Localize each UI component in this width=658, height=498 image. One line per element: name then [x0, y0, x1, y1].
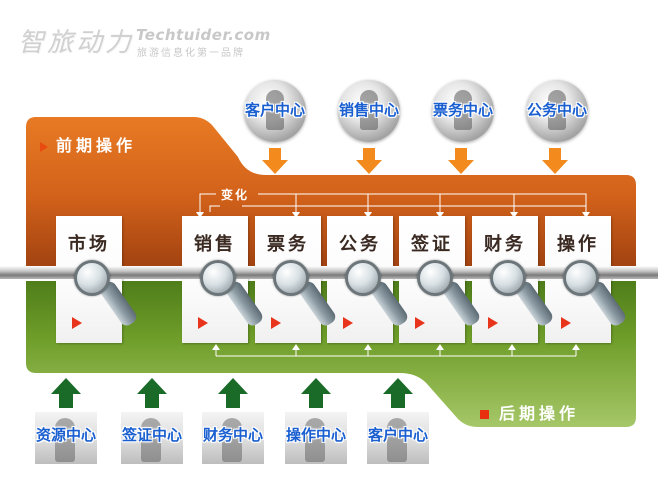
- person-photo-icon: [526, 80, 588, 142]
- play-icon[interactable]: [561, 317, 571, 329]
- play-icon[interactable]: [271, 317, 281, 329]
- front-phase-label: 前期操作: [40, 132, 136, 156]
- person-photo-icon: [121, 412, 183, 464]
- magnifier-icon: [273, 260, 309, 296]
- front-phase-label-text: 前期操作: [56, 136, 137, 155]
- magnifier-icon: [345, 260, 381, 296]
- up-arrow-icon: [383, 378, 413, 410]
- bottom-center-operation: 操作中心: [285, 412, 347, 464]
- person-photo-icon: [432, 80, 494, 142]
- person-photo-icon: [244, 80, 306, 142]
- top-center-label: 客户中心: [244, 101, 305, 119]
- logo-script-text: 智旅动力: [18, 28, 135, 58]
- logo-domain: Techtuider.com: [136, 26, 271, 44]
- top-center-label: 销售中心: [338, 101, 399, 119]
- stage-title: 签证: [411, 234, 453, 255]
- up-arrow-icon: [301, 378, 331, 410]
- top-center-ticketing: 票务中心: [432, 80, 494, 142]
- stage-title: 公务: [339, 234, 381, 255]
- bottom-center-finance: 财务中心: [202, 412, 264, 464]
- bottom-center-resource: 资源中心: [35, 412, 97, 464]
- top-center-customer: 客户中心: [244, 80, 306, 142]
- bottom-center-label: 签证中心: [121, 426, 182, 444]
- down-arrow-icon: [262, 148, 288, 174]
- stage-title: 操作: [557, 234, 599, 255]
- bottom-center-label: 资源中心: [35, 426, 96, 444]
- bottom-center-customer: 客户中心: [367, 412, 429, 464]
- up-arrow-icon: [137, 378, 167, 410]
- magnifier-icon: [417, 260, 453, 296]
- bottom-center-label: 财务中心: [202, 426, 263, 444]
- person-photo-icon: [202, 412, 264, 464]
- bottom-center-label: 客户中心: [367, 426, 428, 444]
- play-icon[interactable]: [72, 317, 82, 329]
- person-photo-icon: [35, 412, 97, 464]
- top-center-sales: 销售中心: [338, 80, 400, 142]
- stage-title: 市场: [68, 234, 110, 255]
- up-arrow-icon: [218, 378, 248, 410]
- top-center-label: 票务中心: [432, 101, 493, 119]
- magnifier-icon: [74, 260, 110, 296]
- change-label: 变化: [221, 188, 250, 202]
- stage-title: 财务: [484, 234, 526, 255]
- play-icon[interactable]: [343, 317, 353, 329]
- magnifier-icon: [200, 260, 236, 296]
- play-icon[interactable]: [488, 317, 498, 329]
- stage-title: 销售: [194, 234, 236, 255]
- logo-slogan: 旅游信息化第一品牌: [137, 48, 245, 59]
- down-arrow-icon: [356, 148, 382, 174]
- magnifier-icon: [490, 260, 526, 296]
- stage-title: 票务: [267, 234, 309, 255]
- bottom-center-label: 操作中心: [285, 426, 346, 444]
- magnifier-icon: [563, 260, 599, 296]
- play-icon[interactable]: [415, 317, 425, 329]
- top-center-label: 公务中心: [526, 101, 587, 119]
- down-arrow-icon: [542, 148, 568, 174]
- triangle-marker-icon: [40, 141, 48, 152]
- back-phase-label-text: 后期操作: [499, 404, 580, 423]
- up-arrow-icon: [51, 378, 81, 410]
- person-photo-icon: [367, 412, 429, 464]
- person-photo-icon: [285, 412, 347, 464]
- play-icon[interactable]: [198, 317, 208, 329]
- person-photo-icon: [338, 80, 400, 142]
- top-center-official: 公务中心: [526, 80, 588, 142]
- bottom-center-visa: 签证中心: [121, 412, 183, 464]
- down-arrow-icon: [448, 148, 474, 174]
- square-marker-icon: [480, 410, 489, 419]
- back-phase-label: 后期操作: [480, 400, 579, 424]
